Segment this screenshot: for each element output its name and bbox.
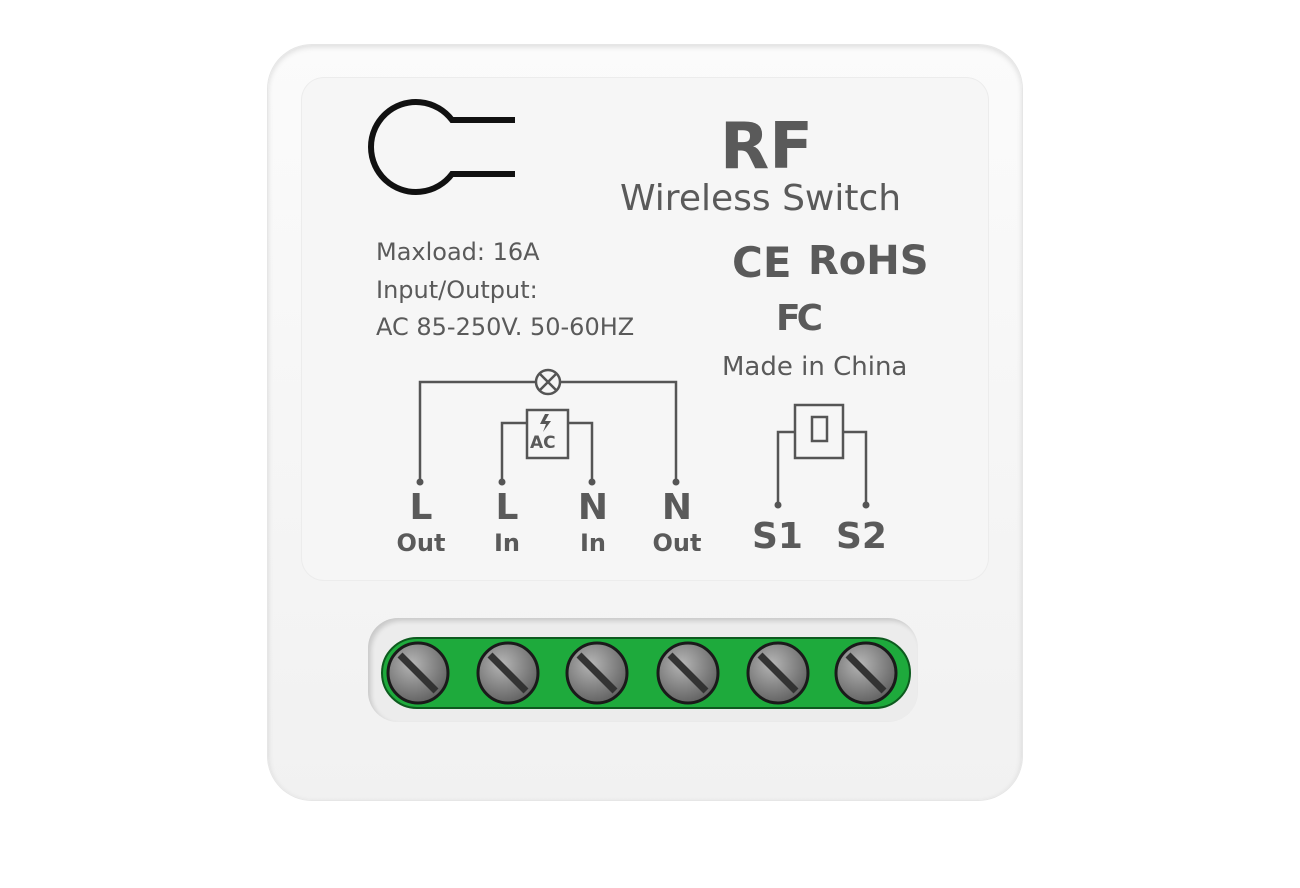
origin-label: Made in China [722,352,908,382]
terminal-screw[interactable] [476,641,540,705]
terminal-main: N [661,487,693,528]
ac-source-icon [525,408,570,460]
label-panel [302,78,988,580]
terminal-main: L [409,487,433,528]
terminal-s2: S2 [836,516,887,557]
product-title: RF [720,110,813,184]
lamp-icon [534,368,562,396]
rohs-mark: RoHS [808,238,929,284]
spec-io: Input/Output: [376,276,538,304]
terminal-sub: In [493,529,520,557]
terminal-screw[interactable] [746,641,810,705]
terminal-s1: S1 [752,516,803,557]
terminal-screw[interactable] [386,641,450,705]
terminal-n-out: N Out [646,488,708,558]
ac-label: AC [530,433,556,453]
terminal-sub: In [579,529,606,557]
ce-mark: CE [732,238,792,287]
terminal-n-in: N In [562,488,624,558]
terminal-sub: Out [396,529,446,557]
fcc-mark: FC [776,298,823,339]
terminal-screw[interactable] [656,641,720,705]
product-subtitle: Wireless Switch [620,178,902,219]
terminal-l-in: L In [476,488,538,558]
terminal-sub: Out [652,529,702,557]
terminal-screw[interactable] [565,641,629,705]
terminal-l-out: L Out [390,488,452,558]
terminal-main: L [495,487,519,528]
spec-voltage: AC 85-250V. 50-60HZ [376,313,635,341]
terminal-main: N [577,487,609,528]
terminal-screw[interactable] [834,641,898,705]
spec-maxload: Maxload: 16A [376,238,540,266]
